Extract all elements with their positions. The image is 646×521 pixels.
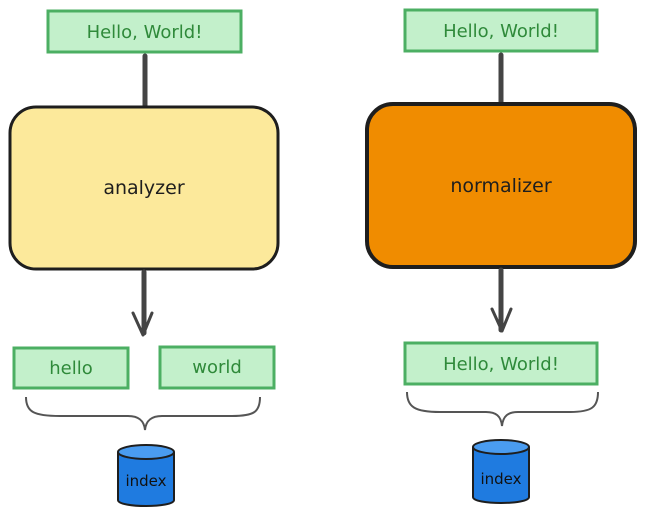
left-output-token-2: world xyxy=(158,345,276,390)
normalizer-pipeline: Hello, World! normalizer Hello, World! i… xyxy=(365,8,637,504)
normalizer-label: normalizer xyxy=(450,175,552,197)
left-input-label: Hello, World! xyxy=(87,22,203,43)
right-index-label: index xyxy=(480,470,521,488)
analyzer-label: analyzer xyxy=(103,177,185,199)
left-index-label: index xyxy=(125,472,166,490)
left-index-db: index xyxy=(117,444,175,507)
normalizer-box: normalizer xyxy=(365,102,637,269)
right-input-token: Hello, World! xyxy=(403,8,599,53)
right-output-token: Hello, World! xyxy=(403,341,599,386)
left-arrow-out xyxy=(131,269,154,337)
analyzer-box: analyzer xyxy=(8,105,280,271)
right-index-db: index xyxy=(472,439,530,504)
right-arrow-out xyxy=(490,267,513,333)
analyzer-pipeline: Hello, World! analyzer hello world xyxy=(8,9,280,507)
left-output-label-1: hello xyxy=(49,358,93,379)
right-input-label: Hello, World! xyxy=(443,21,559,42)
left-brace xyxy=(25,396,261,431)
left-output-label-2: world xyxy=(192,357,242,378)
left-output-token-1: hello xyxy=(12,346,130,390)
right-brace xyxy=(406,391,599,427)
left-input-token: Hello, World! xyxy=(46,9,243,54)
right-output-label: Hello, World! xyxy=(443,354,559,375)
